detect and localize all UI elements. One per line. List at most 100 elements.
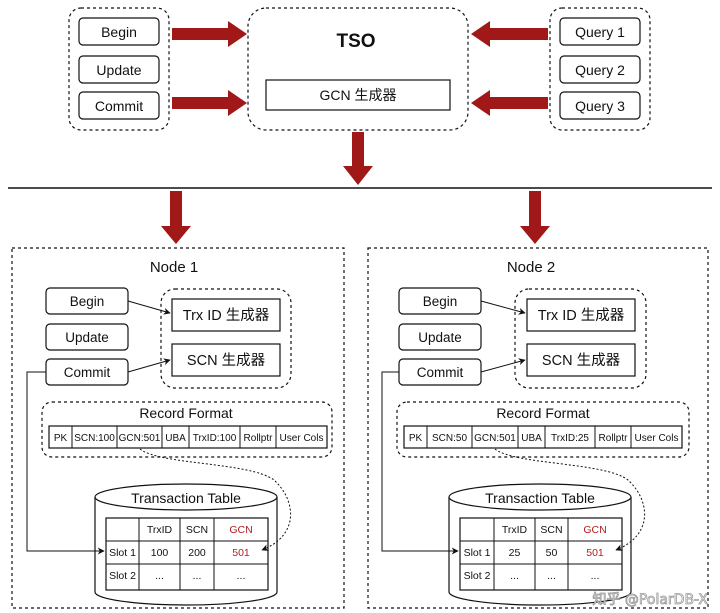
generator-label: SCN 生成器 bbox=[542, 352, 621, 369]
record-field: User Cols bbox=[280, 433, 324, 444]
node-2-commit-arrow bbox=[480, 358, 526, 373]
record-field: TrxID:100 bbox=[193, 433, 237, 444]
table-cell: Slot 2 bbox=[109, 570, 136, 582]
table-cell: 25 bbox=[509, 547, 521, 559]
table-cell: Slot 1 bbox=[464, 547, 491, 559]
node-2-op-begin: Begin bbox=[398, 287, 482, 315]
record-field: SCN:100 bbox=[74, 433, 115, 444]
node-op-label: Update bbox=[418, 330, 462, 345]
table-cell: 50 bbox=[546, 547, 558, 559]
node-1-scn-generator: SCN 生成器 bbox=[171, 343, 281, 377]
node-op-label: Begin bbox=[70, 294, 105, 309]
tso-left-op-label: Update bbox=[96, 62, 141, 78]
table-cell: ... bbox=[155, 570, 164, 582]
transaction-table-title: Transaction Table bbox=[485, 490, 595, 506]
query-label: Query 2 bbox=[575, 62, 625, 78]
table-cell-gcn: 501 bbox=[586, 547, 604, 559]
query-1: Query 1 bbox=[559, 17, 641, 46]
node-1-commit-arrow bbox=[127, 358, 171, 373]
tso-left-op-label: Begin bbox=[101, 24, 137, 40]
table-cell: ... bbox=[510, 570, 519, 582]
gcn-generator: GCN 生成器 bbox=[265, 79, 451, 111]
node-1-op-update: Update bbox=[45, 323, 129, 351]
tso-left-op-update: Update bbox=[78, 55, 160, 84]
transaction-table-title: Transaction Table bbox=[131, 490, 241, 506]
arrow-query1-to-tso bbox=[471, 21, 548, 47]
node-2-begin-arrow bbox=[480, 300, 526, 315]
arrow-commit-to-tso bbox=[172, 90, 247, 116]
table-header: TrxID bbox=[147, 524, 173, 536]
gcn-generator-label: GCN 生成器 bbox=[320, 87, 397, 103]
table-cell-gcn: 501 bbox=[232, 547, 250, 559]
node-op-label: Commit bbox=[417, 365, 464, 380]
tso-queries-group bbox=[549, 7, 651, 131]
tso-left-ops-group bbox=[68, 7, 170, 131]
table-header: SCN bbox=[186, 524, 208, 536]
generator-label: Trx ID 生成器 bbox=[183, 307, 270, 324]
node-2-record-fields: PK SCN:50 GCN:501 UBA TrxID:25 Rollptr U… bbox=[403, 425, 683, 449]
record-field: SCN:50 bbox=[432, 433, 467, 444]
record-field: UBA bbox=[165, 433, 186, 444]
record-field: Rollptr bbox=[599, 433, 629, 444]
record-field: User Cols bbox=[635, 433, 679, 444]
table-header-gcn: GCN bbox=[583, 524, 606, 536]
watermark: 知乎 @PolarDB-X bbox=[592, 591, 708, 608]
query-2: Query 2 bbox=[559, 55, 641, 84]
arrow-tso-down bbox=[343, 132, 373, 185]
record-field: Rollptr bbox=[244, 433, 274, 444]
node-op-label: Commit bbox=[64, 365, 111, 380]
node-1-op-commit: Commit bbox=[45, 358, 129, 386]
node-2-op-update: Update bbox=[398, 323, 482, 351]
node-2-op-commit: Commit bbox=[398, 358, 482, 386]
node-1-begin-arrow bbox=[127, 300, 171, 315]
record-field: UBA bbox=[521, 433, 542, 444]
node-1-record-fields: PK SCN:100 GCN:501 UBA TrxID:100 Rollptr… bbox=[48, 425, 328, 449]
tso-left-op-label: Commit bbox=[95, 98, 143, 114]
tso-box bbox=[247, 7, 469, 131]
arrow-query3-to-tso bbox=[471, 90, 548, 116]
node-2-record-format-group bbox=[396, 401, 690, 458]
table-cell: Slot 2 bbox=[464, 570, 491, 582]
tso-left-op-begin: Begin bbox=[78, 17, 160, 46]
node-2-transaction-table: Transaction Table TrxID SCN GCN Slot 1 2… bbox=[448, 483, 632, 606]
node-1-generators-group bbox=[160, 288, 292, 389]
record-field: GCN:501 bbox=[119, 433, 161, 444]
generator-label: Trx ID 生成器 bbox=[538, 307, 625, 324]
table-cell: ... bbox=[193, 570, 202, 582]
node-op-label: Begin bbox=[423, 294, 458, 309]
record-field: GCN:501 bbox=[474, 433, 516, 444]
record-field: PK bbox=[54, 433, 68, 444]
node-1-commit-to-slot-arrow bbox=[26, 371, 105, 555]
node-1-box bbox=[11, 247, 345, 609]
tso-left-op-commit: Commit bbox=[78, 91, 160, 120]
table-cell: 100 bbox=[151, 547, 169, 559]
table-cell: ... bbox=[591, 570, 600, 582]
node-1-op-begin: Begin bbox=[45, 287, 129, 315]
table-header: SCN bbox=[540, 524, 562, 536]
node-2-scn-generator: SCN 生成器 bbox=[526, 343, 636, 377]
table-cell: Slot 1 bbox=[109, 547, 136, 559]
table-cell: 200 bbox=[188, 547, 206, 559]
record-field: PK bbox=[409, 433, 423, 444]
node-2-gcn-link bbox=[494, 448, 646, 551]
arrow-to-node-2 bbox=[520, 191, 550, 244]
node-1-title: Node 1 bbox=[150, 259, 198, 276]
query-label: Query 3 bbox=[575, 98, 625, 114]
node-2-generators-group bbox=[514, 288, 647, 389]
table-cell: ... bbox=[547, 570, 556, 582]
node-1-transaction-table: Transaction Table TrxID SCN GCN Slot 1 1… bbox=[94, 483, 278, 606]
record-format-title: Record Format bbox=[496, 405, 589, 421]
table-cell: ... bbox=[237, 570, 246, 582]
node-2-title: Node 2 bbox=[507, 259, 555, 276]
record-field: TrxID:25 bbox=[551, 433, 589, 444]
node-2-trxid-generator: Trx ID 生成器 bbox=[526, 298, 636, 332]
node-op-label: Update bbox=[65, 330, 109, 345]
node-1-gcn-link bbox=[139, 448, 292, 551]
table-header-gcn: GCN bbox=[229, 524, 252, 536]
arrow-begin-to-tso bbox=[172, 21, 247, 47]
arrow-to-node-1 bbox=[161, 191, 191, 244]
tso-title: TSO bbox=[336, 31, 375, 52]
node-1-trxid-generator: Trx ID 生成器 bbox=[171, 298, 281, 332]
node-1-record-format-group bbox=[41, 401, 333, 458]
